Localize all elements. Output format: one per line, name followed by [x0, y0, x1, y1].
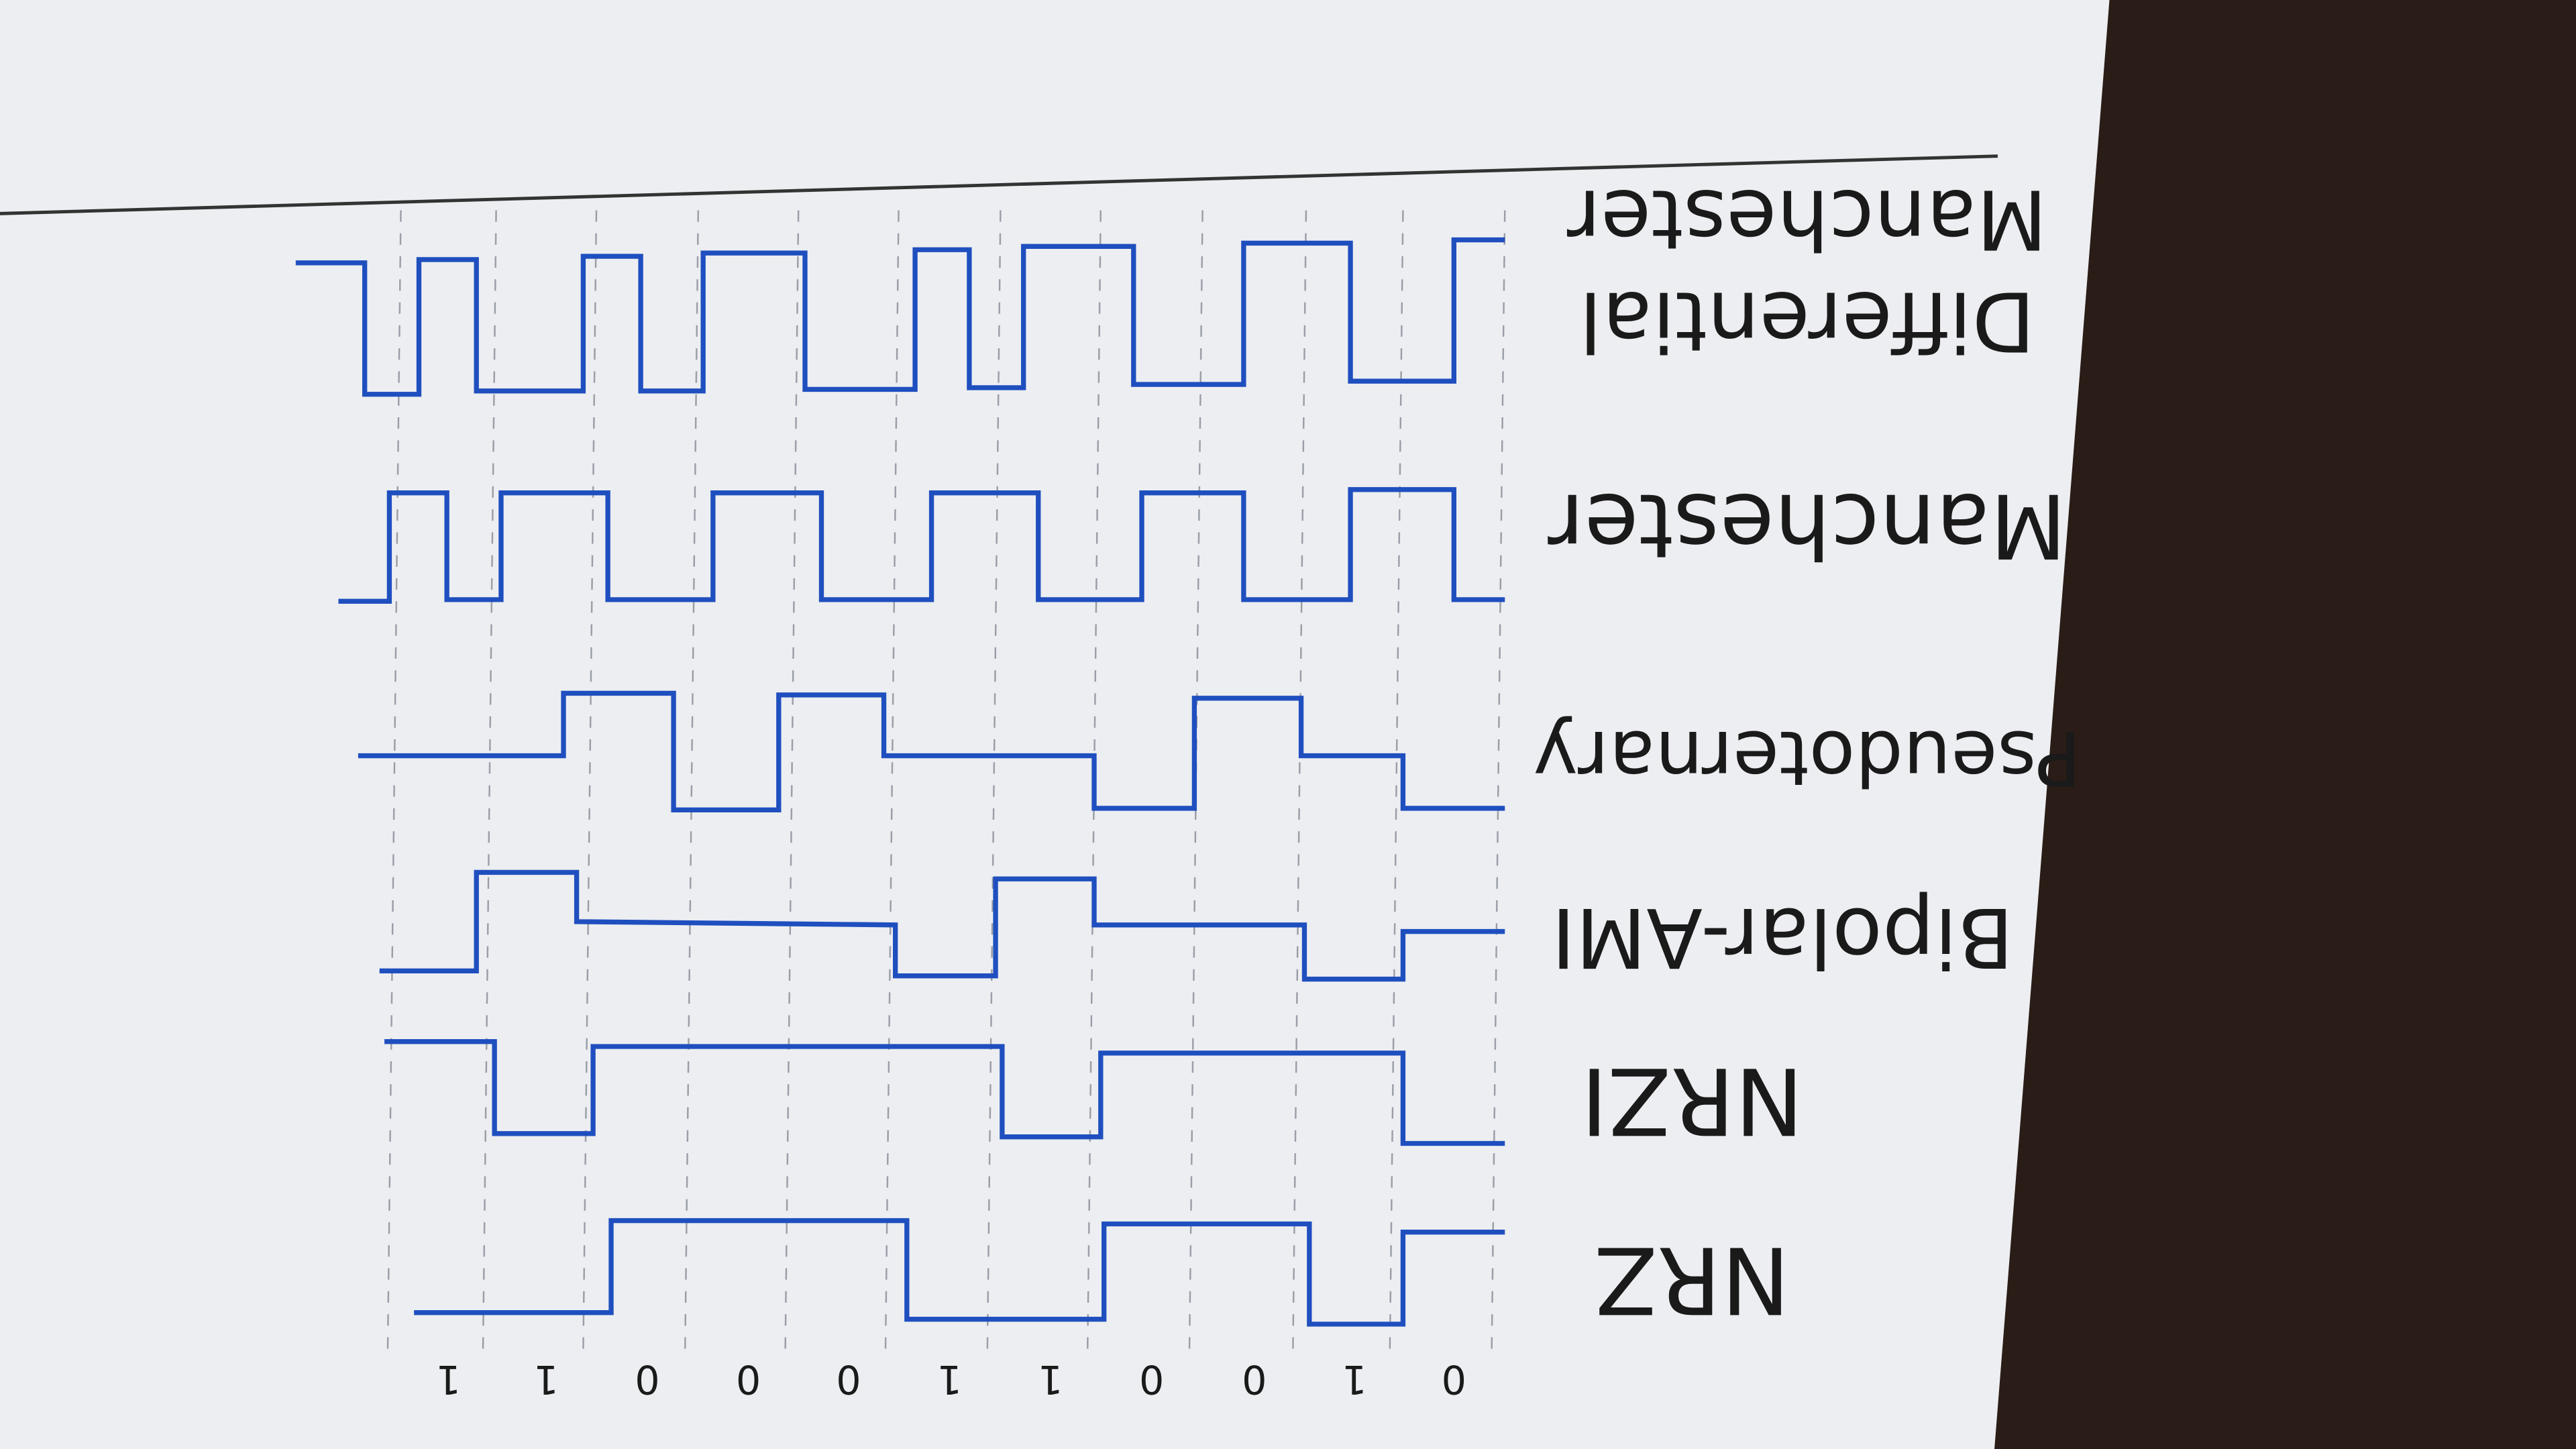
- bit-grid: [386, 210, 1506, 1351]
- bit-label: 0: [635, 1356, 659, 1403]
- nrzi-waveform: [384, 1038, 1505, 1146]
- grid-line: [884, 210, 900, 1351]
- grid-line: [582, 210, 598, 1351]
- bit-label: 1: [436, 1356, 461, 1403]
- grid-line: [784, 210, 800, 1351]
- pseudoternary-label: Pseudoternary: [1533, 714, 2081, 802]
- manchester-waveform: [338, 487, 1505, 604]
- bit-label: 0: [736, 1356, 761, 1403]
- top-rule: [0, 154, 1998, 215]
- nrz-waveform: [414, 1218, 1505, 1327]
- manchester-label: Manchester: [1548, 474, 2067, 577]
- pseudoternary-waveform: [358, 690, 1505, 813]
- differential-manchester-waveform: [295, 237, 1505, 397]
- grid-line: [482, 210, 497, 1351]
- grid-line: [1087, 210, 1102, 1351]
- bit-label: 1: [534, 1356, 559, 1403]
- bit-sequence: 0 1 0 0 1 1 0 0 0 1 1: [436, 1356, 1466, 1403]
- bit-label: 0: [836, 1356, 861, 1403]
- nrz-label: NRZ: [1595, 1226, 1790, 1332]
- differential-manchester-label: Manchester: [1566, 172, 2047, 268]
- bit-label: 0: [1242, 1356, 1267, 1403]
- grid-line: [386, 210, 402, 1351]
- waveforms: [295, 237, 1505, 1327]
- grid-line: [1491, 210, 1506, 1351]
- grid-line: [986, 210, 1002, 1351]
- bipolar-ami-waveform: [379, 869, 1505, 982]
- bit-label: 1: [1342, 1356, 1366, 1403]
- bit-label: 0: [1442, 1356, 1466, 1403]
- bit-label: 0: [1139, 1356, 1164, 1403]
- signal-names: NRZ NRZI Bipolar-AMI Pseudoternary Mancheste…: [1533, 172, 2081, 1333]
- grid-line: [1188, 210, 1203, 1351]
- nrzi-label: NRZI: [1580, 1046, 1803, 1153]
- paper-sheet: [0, 0, 2110, 1449]
- bit-label: 1: [937, 1356, 962, 1403]
- bipolar-ami-label: Bipolar-AMI: [1552, 890, 2014, 985]
- differential-manchester-label: Differential: [1579, 274, 2035, 370]
- bit-label: 1: [1038, 1356, 1063, 1403]
- grid-line: [684, 210, 700, 1351]
- grid-line: [1292, 210, 1307, 1351]
- grid-line: [1389, 210, 1404, 1351]
